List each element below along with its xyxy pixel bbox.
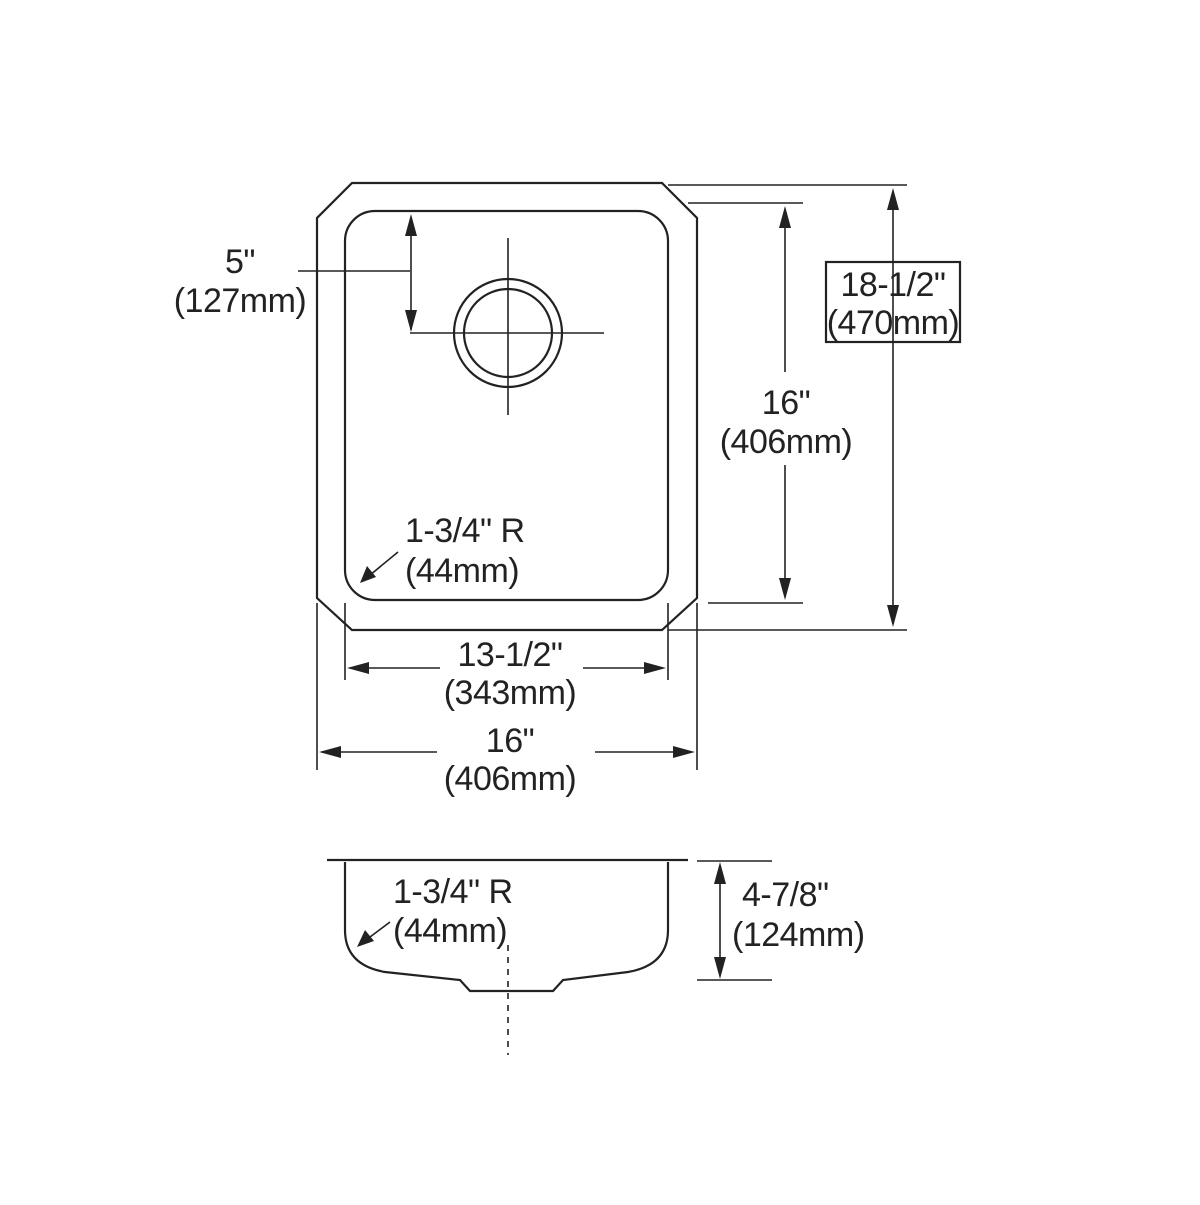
arrow-down-icon bbox=[779, 578, 791, 600]
sink-bowl-outline bbox=[343, 209, 670, 602]
drain-offset-metric: (127mm) bbox=[174, 282, 307, 320]
overall-width-metric: (406mm) bbox=[444, 760, 577, 798]
overall-length-metric: (470mm) bbox=[827, 304, 960, 342]
overall-length-label-bg bbox=[824, 260, 962, 344]
arrow-down-icon bbox=[405, 310, 417, 332]
arrow-down-left-icon bbox=[357, 930, 374, 947]
depth-metric: (124mm) bbox=[732, 916, 865, 954]
side-corner-radius-metric: (44mm) bbox=[393, 912, 507, 950]
side-bowl-profile bbox=[343, 862, 670, 993]
overall-width-imperial: 16" bbox=[486, 722, 534, 760]
inner-length-imperial: 16" bbox=[762, 384, 810, 422]
top-view: 5" (127mm) 16" (406mm) 18-1/2" (470mm) 1… bbox=[174, 181, 962, 798]
inner-width-imperial: 13-1/2" bbox=[458, 636, 563, 674]
arrow-down-icon bbox=[887, 605, 899, 627]
arrow-right-icon bbox=[644, 662, 666, 674]
arrow-up-icon bbox=[405, 214, 417, 236]
arrow-right-icon bbox=[673, 746, 695, 758]
side-view: 1-3/4" R (44mm) 4-7/8" (124mm) bbox=[327, 858, 865, 1055]
arrow-left-icon bbox=[347, 662, 369, 674]
arrow-down-left-icon bbox=[360, 566, 376, 583]
corner-radius-metric: (44mm) bbox=[405, 552, 519, 590]
inner-length-metric: (406mm) bbox=[720, 423, 853, 461]
arrow-up-icon bbox=[714, 862, 726, 884]
corner-radius-imperial: 1-3/4" R bbox=[405, 512, 525, 550]
overall-length-imperial: 18-1/2" bbox=[841, 266, 946, 304]
arrow-up-icon bbox=[779, 206, 791, 228]
depth-imperial: 4-7/8" bbox=[742, 876, 829, 914]
sink-outer-rim bbox=[315, 181, 699, 632]
side-corner-radius-imperial: 1-3/4" R bbox=[393, 873, 513, 911]
arrow-up-icon bbox=[887, 188, 899, 210]
arrow-left-icon bbox=[319, 746, 341, 758]
drain-offset-imperial: 5" bbox=[225, 243, 255, 281]
arrow-down-icon bbox=[714, 957, 726, 979]
inner-width-metric: (343mm) bbox=[444, 674, 577, 712]
